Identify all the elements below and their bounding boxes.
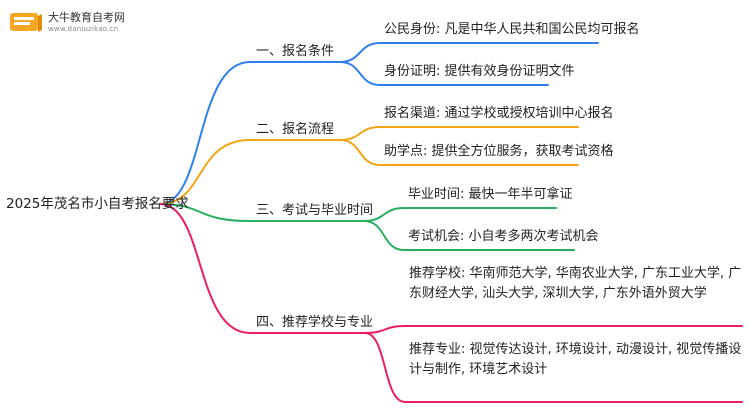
site-name: 大牛教育自考网 (48, 10, 125, 24)
leaf-3-2: 考试机会: 小自考多两次考试机会 (408, 229, 599, 244)
leaf-3-1: 毕业时间: 最快一年半可拿证 (408, 187, 573, 202)
connector-branch-4-leaf-2 (364, 332, 406, 403)
connector-branch-2-leaf-1 (339, 126, 381, 141)
leaf-2-2: 助学点: 提供全方位服务，获取考试资格 (384, 144, 614, 159)
leaf-1-1: 公民身份: 凡是中华人民共和国公民均可报名 (384, 22, 640, 37)
leaf-4-2: 推荐专业: 视觉传达设计, 环境设计, 动漫设计, 视觉传播设计与制作, 环境艺… (409, 342, 742, 377)
connector-branch-1-leaf-1 (339, 42, 381, 63)
branch-2-label: 二、报名流程 (256, 122, 335, 137)
root-topic: 2025年茂名市小自考报名要求 (6, 196, 189, 212)
site-url: www.daniuzikao.cn (48, 24, 119, 33)
connector-branch-1-leaf-2 (339, 61, 381, 86)
branch-4-label: 四、推荐学校与专业 (256, 315, 374, 330)
leaf-2-1: 报名渠道: 通过学校或授权培训中心报名 (384, 106, 614, 121)
connector-branch-2-leaf-2 (339, 139, 381, 166)
connector-root-branch-2 (159, 139, 251, 205)
connector-root-branch-4 (159, 203, 251, 334)
connector-root-branch-1 (159, 61, 251, 205)
branch-3-label: 三、考试与毕业时间 (256, 203, 374, 218)
connector-branch-3-leaf-2 (363, 220, 405, 251)
branch-1-label: 一、报名条件 (256, 44, 335, 59)
book-logo-icon (10, 13, 42, 32)
leaf-1-2: 身份证明: 提供有效身份证明文件 (384, 64, 575, 79)
connector-branch-4-leaf-1 (364, 325, 406, 334)
connector-root-branch-3 (159, 203, 251, 222)
leaf-4-1: 推荐学校: 华南师范大学, 华南农业大学, 广东工业大学, 广东财经大学, 汕头… (409, 266, 742, 301)
site-logo[interactable]: 大牛教育自考网 www.daniuzikao.cn (8, 8, 125, 36)
